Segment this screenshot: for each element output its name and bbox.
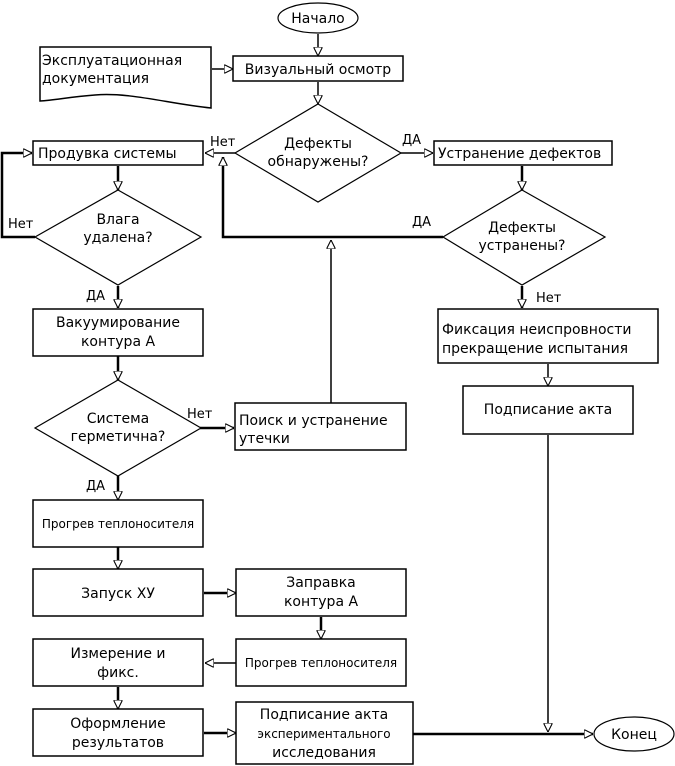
label-moisture-yes: ДА — [86, 289, 105, 304]
node-malfunction-line-2: прекращение испытания — [442, 341, 628, 357]
node-start-xu[interactable]: Запуск ХУ — [32, 568, 204, 617]
node-fix-defects-label: Устранение дефектов — [438, 146, 601, 162]
node-document-line-1: Эксплуатационная — [42, 53, 182, 69]
node-defects-fixed-line-1: Дефекты — [488, 220, 556, 236]
node-vacuum-line-1: Вакуумирование — [56, 315, 180, 331]
node-leak-line-2: утечки — [239, 431, 290, 447]
node-document-line-2: документация — [42, 71, 149, 87]
node-sign-act-label: Подписание акта — [484, 402, 612, 418]
node-sign-exp-line-1: Подписание акта — [260, 707, 388, 723]
node-measure-line-2: фикс. — [97, 665, 139, 681]
node-start[interactable]: Начало — [277, 2, 359, 34]
node-moisture-line-2: удалена? — [83, 230, 152, 246]
node-measure[interactable]: Измерение и фикс. — [32, 638, 204, 687]
connectors — [0, 34, 593, 734]
node-defects-fixed-line-2: устранены? — [478, 238, 565, 254]
node-defects-fixed[interactable]: Дефекты устранены? — [441, 189, 607, 286]
node-heat-coolant-2[interactable]: Прогрев теплоносителя — [235, 638, 407, 687]
label-hermetic-no: Нет — [187, 407, 213, 422]
node-sign-act[interactable]: Подписание акта — [462, 385, 634, 435]
node-vacuum-line-2: контура А — [81, 334, 156, 350]
node-leak-line-1: Поиск и устранение — [239, 413, 388, 429]
node-purge-system-label: Продувка системы — [38, 146, 177, 162]
node-moisture-line-1: Влага — [96, 212, 139, 228]
node-hermetic[interactable]: Система герметична? — [33, 379, 203, 477]
node-measure-line-1: Измерение и — [70, 646, 165, 662]
label-moisture-no: Нет — [8, 217, 34, 232]
node-hermetic-line-2: герметична? — [71, 429, 166, 445]
node-sign-exp-line-2: экспериментального — [257, 727, 390, 741]
node-moisture-removed[interactable]: Влага удалена? — [33, 189, 203, 286]
node-purge-system[interactable]: Продувка системы — [32, 140, 204, 166]
node-fix-defects[interactable]: Устранение дефектов — [433, 140, 613, 166]
node-malfunction[interactable]: Фиксация неиспровности прекращение испыт… — [437, 308, 659, 364]
node-hermetic-line-1: Система — [87, 411, 149, 427]
node-visual-inspection-label: Визуальный осмотр — [245, 62, 392, 78]
node-fill-line-2: контура А — [284, 594, 359, 610]
node-fill-contour[interactable]: Заправка контура А — [235, 568, 407, 617]
node-end-label: Конец — [611, 727, 657, 743]
node-document[interactable]: Эксплуатационная документация — [39, 46, 212, 109]
node-defects-found-line-2: обнаружены? — [268, 154, 369, 170]
node-end[interactable]: Конец — [593, 716, 675, 752]
node-defects-found[interactable]: Дефекты обнаружены? — [233, 103, 403, 203]
node-start-label: Начало — [291, 11, 344, 27]
node-heat-coolant-1-label: Прогрев теплоносителя — [42, 517, 194, 531]
edge-defectsfixed-yes-back — [223, 157, 443, 239]
node-heat-coolant-2-label: Прогрев теплоносителя — [245, 656, 397, 670]
node-visual-inspection[interactable]: Визуальный осмотр — [232, 55, 404, 82]
node-vacuum[interactable]: Вакуумирование контура А — [32, 308, 204, 357]
node-leak-search[interactable]: Поиск и устранение утечки — [234, 402, 407, 451]
node-malfunction-line-1: Фиксация неиспровности — [442, 322, 631, 338]
label-defects-found-yes: ДА — [402, 133, 421, 148]
edge-moisture-no-purge — [0, 153, 35, 239]
node-heat-coolant-1[interactable]: Прогрев теплоносителя — [32, 499, 204, 548]
node-sign-experimental-act[interactable]: Подписание акта экспериментального иссле… — [235, 701, 414, 765]
node-results-line-1: Оформление — [70, 716, 165, 732]
node-fill-line-1: Заправка — [286, 575, 355, 591]
label-hermetic-yes: ДА — [86, 479, 105, 494]
node-start-xu-label: Запуск ХУ — [81, 586, 155, 602]
node-sign-exp-line-3: исследования — [272, 745, 376, 761]
label-defects-fixed-no: Нет — [536, 291, 562, 306]
node-defects-found-line-1: Дефекты — [284, 136, 352, 152]
node-results-line-2: результатов — [72, 735, 164, 751]
label-defects-found-no: Нет — [210, 135, 236, 150]
label-defects-fixed-yes: ДА — [412, 215, 431, 230]
node-results[interactable]: Оформление результатов — [32, 708, 204, 757]
